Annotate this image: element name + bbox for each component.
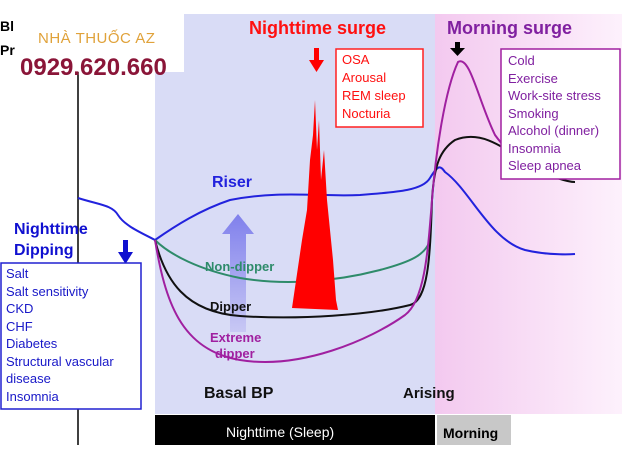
extreme-dipper-label-line2: dipper — [215, 346, 255, 361]
morning-surge-list: Cold Exercise Work-site stress Smoking A… — [508, 52, 601, 175]
morning-bar — [437, 415, 511, 445]
non-dipper-label: Non-dipper — [205, 259, 275, 274]
dipping-list: Salt Salt sensitivity CKD CHF Diabetes S… — [6, 265, 114, 405]
nighttime-surge-peak — [292, 100, 338, 310]
rise-arrow-icon — [222, 214, 254, 332]
nighttime-bar — [155, 415, 435, 445]
dipping-item: Salt sensitivity — [6, 283, 89, 299]
basal-bp-label: Basal BP — [204, 385, 274, 402]
nighttime-surge-item: OSA — [342, 52, 370, 67]
y-axis-label-bottom: Pr — [0, 42, 15, 58]
nighttime-bar-label: Nighttime (Sleep) — [226, 424, 335, 440]
dipping-arrow-icon — [118, 240, 133, 264]
morning-surge-item: Cold — [508, 53, 535, 68]
dipping-item: Salt — [6, 266, 29, 281]
morning-surge-item: Work-site stress — [508, 88, 601, 103]
extreme-dipper-label-line1: Extreme — [210, 330, 262, 345]
watermark-logo: NHÀ THUỐC AZ 0929.620.660 — [0, 14, 184, 81]
watermark-name: NHÀ THUỐC AZ — [38, 30, 156, 47]
nighttime-surge-list: OSA Arousal REM sleep Nocturia — [342, 51, 406, 123]
dipping-item: Diabetes — [6, 336, 58, 351]
dipping-item: disease — [6, 371, 51, 386]
dipping-title-line1: Nighttime — [14, 221, 88, 238]
morning-surge-item: Smoking — [508, 105, 559, 121]
dipping-item: Structural vascular — [6, 353, 114, 369]
dipping-title-line2: Dipping — [14, 242, 74, 259]
riser-label: Riser — [212, 174, 253, 191]
morning-surge-item: Exercise — [508, 70, 558, 86]
surge-arrow-icon — [309, 48, 324, 72]
nighttime-surge-item: REM sleep — [342, 88, 406, 103]
riser-curve — [77, 166, 576, 256]
dipping-item: Insomnia — [6, 388, 59, 404]
dipper-label: Dipper — [210, 299, 252, 314]
nighttime-surge-item: Arousal — [342, 70, 387, 85]
dipping-item: CKD — [6, 301, 34, 316]
morning-surge-item: Insomnia — [508, 140, 561, 156]
extreme-dipper-curve — [154, 60, 601, 363]
nighttime-surge-title: Nighttime surge — [249, 18, 387, 38]
morning-surge-item: Sleep apnea — [508, 158, 582, 173]
watermark-phone: 0929.620.660 — [20, 54, 167, 81]
arising-label: Arising — [403, 385, 455, 402]
nighttime-surge-item: Nocturia — [342, 106, 391, 121]
morning-surge-title: Morning surge — [447, 18, 572, 38]
morning-bar-label: Morning — [443, 425, 499, 441]
y-axis-label-top: Bl — [0, 18, 14, 34]
morning-arrow-icon — [450, 42, 465, 56]
morning-surge-item: Alcohol (dinner) — [508, 123, 600, 138]
dipping-item: CHF — [6, 318, 33, 334]
